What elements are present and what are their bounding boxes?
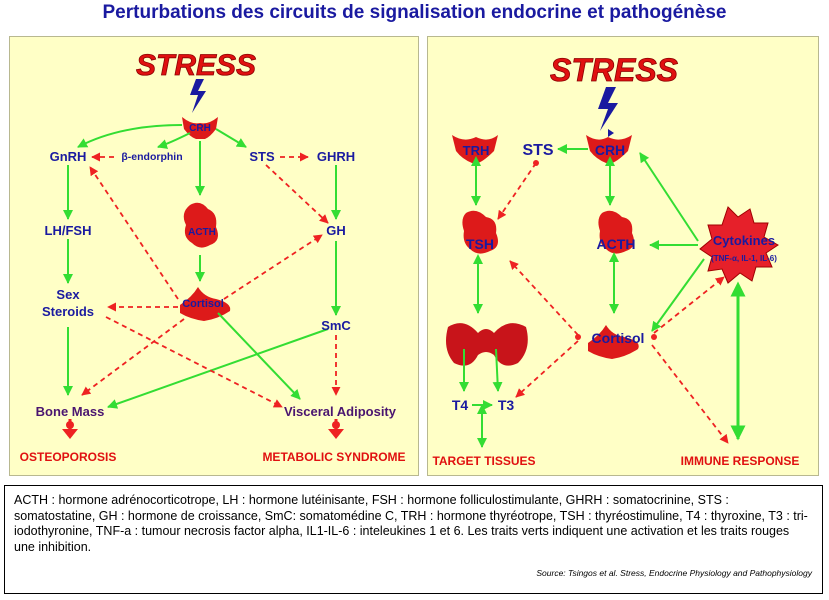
page-title: Perturbations des circuits de signalisat… bbox=[102, 2, 727, 23]
arrow-cytokine-cortisol bbox=[651, 258, 705, 332]
left-diagram-panel: STRESS CRH GnRH β-endorphin STS GHRH LH/… bbox=[9, 36, 419, 476]
sex-steroids-label-1: Sex bbox=[56, 287, 80, 302]
cytokines-label-1: Cytokines bbox=[713, 233, 775, 248]
visceral-adiposity-label: Visceral Adiposity bbox=[284, 404, 397, 419]
right-diagram-panel: STRESS TRH STS CRH TSH ACTH Cytokines (T… bbox=[427, 36, 819, 476]
arrow-bonemass-osteoporosis bbox=[62, 419, 78, 439]
inhibit-cortisol-cytokine bbox=[653, 276, 725, 334]
crh-label: CRH bbox=[189, 123, 211, 134]
ghrh-label: GHRH bbox=[317, 149, 355, 164]
arrow-crh-sts bbox=[215, 128, 247, 148]
cortisol-label: Cortisol bbox=[182, 298, 224, 310]
inhibit-sts-tsh bbox=[497, 162, 537, 220]
inhibit-cortisol-gh bbox=[223, 234, 323, 300]
tsh-gland-shape bbox=[462, 210, 498, 254]
inhibit-cortisol-gnrh bbox=[89, 166, 179, 300]
acth-gland-shape bbox=[183, 202, 218, 248]
crh-gland-shape bbox=[586, 135, 632, 163]
thyroid-gland-shape bbox=[446, 323, 528, 366]
stress-lightning-icon bbox=[190, 79, 206, 113]
stress-label: STRESS bbox=[550, 52, 679, 88]
immune-response-label: IMMUNE RESPONSE bbox=[681, 454, 800, 468]
lhfsh-label: LH/FSH bbox=[45, 223, 92, 238]
caption-box: ACTH : hormone adrénocorticotrope, LH : … bbox=[4, 485, 823, 594]
trh-gland-shape bbox=[452, 135, 498, 163]
stress-lightning-icon bbox=[598, 87, 618, 131]
arrow-crh-betaendorphin bbox=[157, 132, 191, 149]
crh-label: CRH bbox=[595, 142, 625, 158]
inhibit-cortisol-immune bbox=[651, 344, 729, 444]
crh-gland-shape bbox=[182, 117, 218, 139]
inhibit-sex-visceral bbox=[105, 316, 283, 408]
caption-text: ACTH : hormone adrénocorticotrope, LH : … bbox=[14, 493, 808, 554]
arrow-visceral-metabolic bbox=[328, 419, 344, 439]
inhibit-sts-gh bbox=[265, 164, 329, 224]
bone-mass-label: Bone Mass bbox=[36, 404, 105, 419]
acth-label: ACTH bbox=[597, 236, 636, 252]
left-diagram: STRESS CRH GnRH β-endorphin STS GHRH LH/… bbox=[20, 49, 406, 464]
source-citation: Source: Tsingos et al. Stress, Endocrine… bbox=[536, 567, 812, 578]
trh-label: TRH bbox=[463, 143, 490, 158]
gh-label: GH bbox=[326, 223, 346, 238]
metabolic-syndrome-label: METABOLIC SYNDROME bbox=[262, 450, 405, 464]
t4-label: T4 bbox=[452, 397, 469, 413]
stress-arrow-down bbox=[608, 129, 614, 137]
arrow-cytokine-crh bbox=[639, 152, 699, 242]
sts-label: STS bbox=[522, 142, 553, 159]
tsh-label: TSH bbox=[466, 236, 494, 252]
inhibit-cortisol-bonemass bbox=[81, 318, 185, 396]
beta-endorphin-label: β-endorphin bbox=[121, 151, 182, 163]
cortisol-label: Cortisol bbox=[592, 330, 645, 346]
sts-label: STS bbox=[249, 149, 275, 164]
acth-label: ACTH bbox=[188, 227, 216, 238]
cortisol-gland-shape bbox=[180, 287, 231, 321]
arrow-thyroid-t3 bbox=[492, 348, 503, 392]
arrow-cortisol-visceral bbox=[217, 312, 301, 400]
target-tissues-label: TARGET TISSUES bbox=[432, 454, 535, 468]
smc-label: SmC bbox=[321, 318, 351, 333]
gnrh-label: GnRH bbox=[50, 149, 87, 164]
t3-label: T3 bbox=[498, 397, 515, 413]
cortisol-gland-shape bbox=[588, 325, 639, 359]
sex-steroids-label-2: Steroids bbox=[42, 304, 94, 319]
inhibit-cortisol-t3 bbox=[515, 340, 579, 398]
cytokine-cell-shape bbox=[699, 206, 779, 284]
osteoporosis-label: OSTEOPOROSIS bbox=[20, 450, 117, 464]
inhibit-cortisol-tsh bbox=[509, 260, 579, 336]
right-diagram: STRESS TRH STS CRH TSH ACTH Cytokines (T… bbox=[432, 52, 800, 468]
arrow-crh-gnrh bbox=[77, 124, 183, 148]
stress-label: STRESS bbox=[136, 49, 256, 82]
cytokines-label-2: (TNF-α, IL-1, IL-6) bbox=[711, 254, 777, 263]
acth-gland-shape bbox=[598, 210, 634, 254]
arrow-smc-bonemass bbox=[107, 328, 329, 409]
